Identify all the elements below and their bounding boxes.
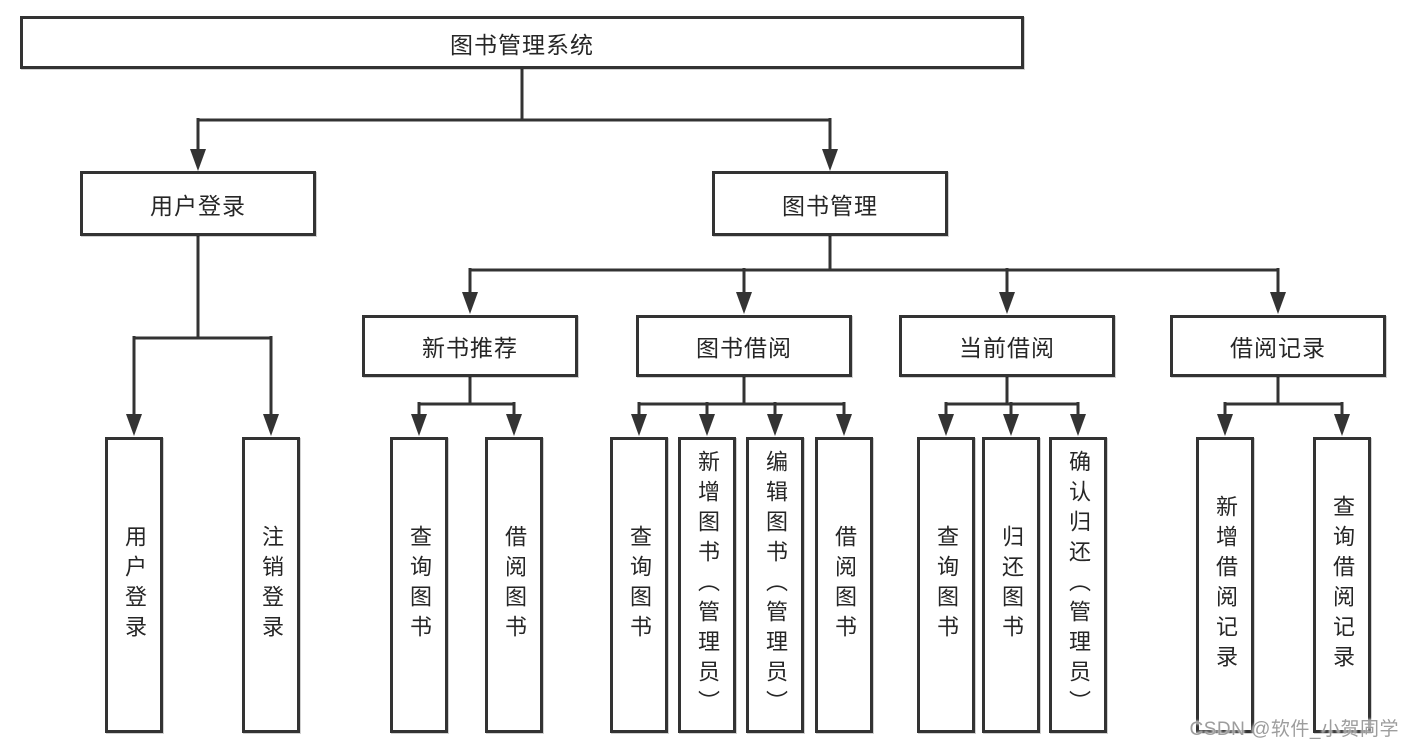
leaf-query-book-recommend: 查询图书 <box>390 437 448 733</box>
leaf-borrow-book-recommend: 借阅图书 <box>485 437 543 733</box>
node-root-system: 图书管理系统 <box>20 16 1024 69</box>
node-book-borrowing: 图书借阅 <box>636 315 852 377</box>
node-new-book-recommend: 新书推荐 <box>362 315 578 377</box>
watermark: CSDN @软件_小贺同学 <box>1189 719 1399 740</box>
leaf-borrow-book: 借阅图书 <box>815 437 873 733</box>
leaf-logout: 注销登录 <box>242 437 300 733</box>
node-user-login-group: 用户登录 <box>80 171 316 236</box>
leaf-query-borrow-record: 查询借阅记录 <box>1313 437 1371 733</box>
leaf-edit-book-admin: 编辑图书（管理员） <box>746 437 804 733</box>
node-current-borrowing: 当前借阅 <box>899 315 1115 377</box>
leaf-return-book: 归还图书 <box>982 437 1040 733</box>
node-borrowing-records: 借阅记录 <box>1170 315 1386 377</box>
leaf-add-book-admin: 新增图书（管理员） <box>678 437 736 733</box>
arrowhead-icons <box>126 149 1350 436</box>
leaf-confirm-return-admin: 确认归还（管理员） <box>1049 437 1107 733</box>
leaf-query-book-borrowing: 查询图书 <box>610 437 668 733</box>
node-book-management: 图书管理 <box>712 171 948 236</box>
leaf-query-book-current: 查询图书 <box>917 437 975 733</box>
leaf-user-login: 用户登录 <box>105 437 163 733</box>
leaf-add-borrow-record: 新增借阅记录 <box>1196 437 1254 733</box>
